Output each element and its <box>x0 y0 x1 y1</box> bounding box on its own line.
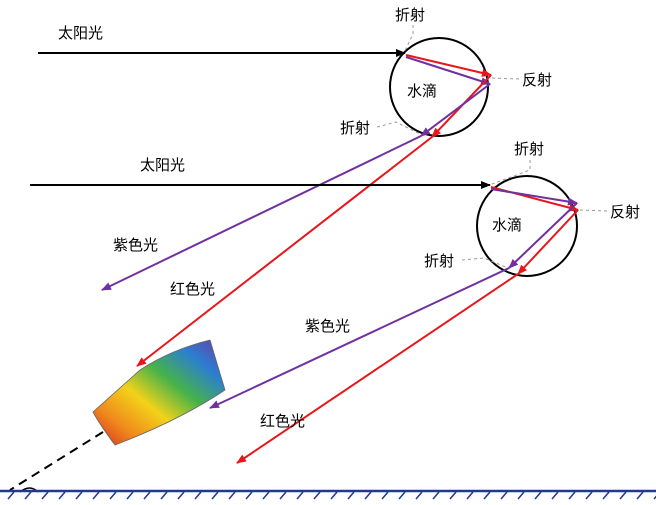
lower-droplet-group: 水滴 太阳光 折射 反射 折射 <box>30 140 640 464</box>
upper-refraction-bottom-leader <box>376 121 421 135</box>
ground-hatch-mark <box>483 491 491 500</box>
ground-hatch-mark <box>347 491 355 500</box>
lower-red-reflected-ray <box>517 209 579 275</box>
ground-hatch-mark <box>126 491 134 500</box>
ground-hatch-mark <box>551 491 559 500</box>
rainbow-cone-shape <box>92 339 226 446</box>
lower-red-light-label: 红色光 <box>260 412 305 430</box>
ground-hatch-mark <box>211 491 219 500</box>
upper-droplet-group: 水滴 太阳光 折射 反射 折射 <box>38 6 552 367</box>
lower-violet-exit-ray <box>209 267 510 409</box>
ground-hatch-mark <box>449 491 457 500</box>
ground-hatch-mark <box>109 491 117 500</box>
ground-hatch-mark <box>7 491 15 500</box>
lower-refraction-bottom-leader <box>461 257 509 269</box>
upper-violet-internal-ray <box>405 56 491 86</box>
ground-hatch-mark <box>92 491 100 500</box>
ground-hatch-mark <box>619 491 627 500</box>
ground-hatch-mark <box>245 491 253 500</box>
ground-hatch-mark <box>41 491 49 500</box>
upper-droplet-label: 水滴 <box>407 82 437 100</box>
upper-reflection-label: 反射 <box>522 71 552 89</box>
upper-violet-exit-ray <box>101 135 422 291</box>
upper-refraction-top-label: 折射 <box>395 6 425 24</box>
lower-refraction-top-label: 折射 <box>514 140 544 158</box>
lower-violet-light-label: 紫色光 <box>305 317 350 335</box>
ground-hatch-mark <box>568 491 576 500</box>
lower-red-exit-ray <box>236 273 519 464</box>
ground-hatch-mark <box>160 491 168 500</box>
upper-red-internal-ray <box>405 54 492 77</box>
ground-hatch-mark <box>262 491 270 500</box>
lower-sunlight-label: 太阳光 <box>140 156 185 174</box>
ground-hatch-mark <box>466 491 474 500</box>
lower-violet-reflected-ray <box>508 202 578 269</box>
ground <box>0 489 656 500</box>
ground-hatch-mark <box>636 491 644 500</box>
ground-hatch-mark <box>653 495 656 500</box>
ground-hatch-mark <box>296 491 304 500</box>
ground-hatch-mark <box>143 491 151 500</box>
lower-droplet <box>476 175 578 277</box>
ground-hatch-mark <box>500 491 508 500</box>
ground-hatch-mark <box>228 491 236 500</box>
lower-reflection-label: 反射 <box>610 203 640 221</box>
lower-violet-internal-ray <box>490 188 578 206</box>
ground-hatch-mark <box>398 491 406 500</box>
lower-refraction-top-leader <box>491 160 531 185</box>
ground-hatch-mark <box>415 491 423 500</box>
ground-hatch-mark <box>517 491 525 500</box>
ground-hatch-mark <box>24 491 32 500</box>
ground-hatch-mark <box>75 491 83 500</box>
upper-violet-reflected-ray <box>420 83 491 137</box>
lower-refraction-bottom-label: 折射 <box>424 252 454 270</box>
upper-sunlight-label: 太阳光 <box>58 24 103 42</box>
upper-reflection-leader <box>490 77 520 80</box>
ground-hatch-mark <box>534 491 542 500</box>
ground-hatch-mark <box>364 491 372 500</box>
upper-red-light-label: 红色光 <box>170 280 215 298</box>
ground-hatch-mark <box>381 491 389 500</box>
ground-hatch-mark <box>432 491 440 500</box>
ground-hatch-mark <box>313 491 321 500</box>
observer-sight-line <box>9 431 104 491</box>
ground-hatch-mark <box>177 491 185 500</box>
ground-hatch-mark <box>330 491 338 500</box>
ground-hatch-mark <box>602 491 610 500</box>
rainbow-view-cone <box>92 339 226 446</box>
ground-hatch-mark <box>58 491 66 500</box>
lower-reflection-leader <box>579 209 608 212</box>
ground-hatch-mark <box>279 491 287 500</box>
upper-red-exit-ray <box>136 136 433 367</box>
upper-refraction-top-leader <box>403 25 414 54</box>
ground-hatch-mark <box>585 491 593 500</box>
upper-violet-light-label: 紫色光 <box>113 236 158 254</box>
ground-hatching <box>7 491 656 500</box>
lower-droplet-label: 水滴 <box>492 216 522 234</box>
upper-refraction-bottom-label: 折射 <box>340 119 370 137</box>
ground-hatch-mark <box>194 491 202 500</box>
